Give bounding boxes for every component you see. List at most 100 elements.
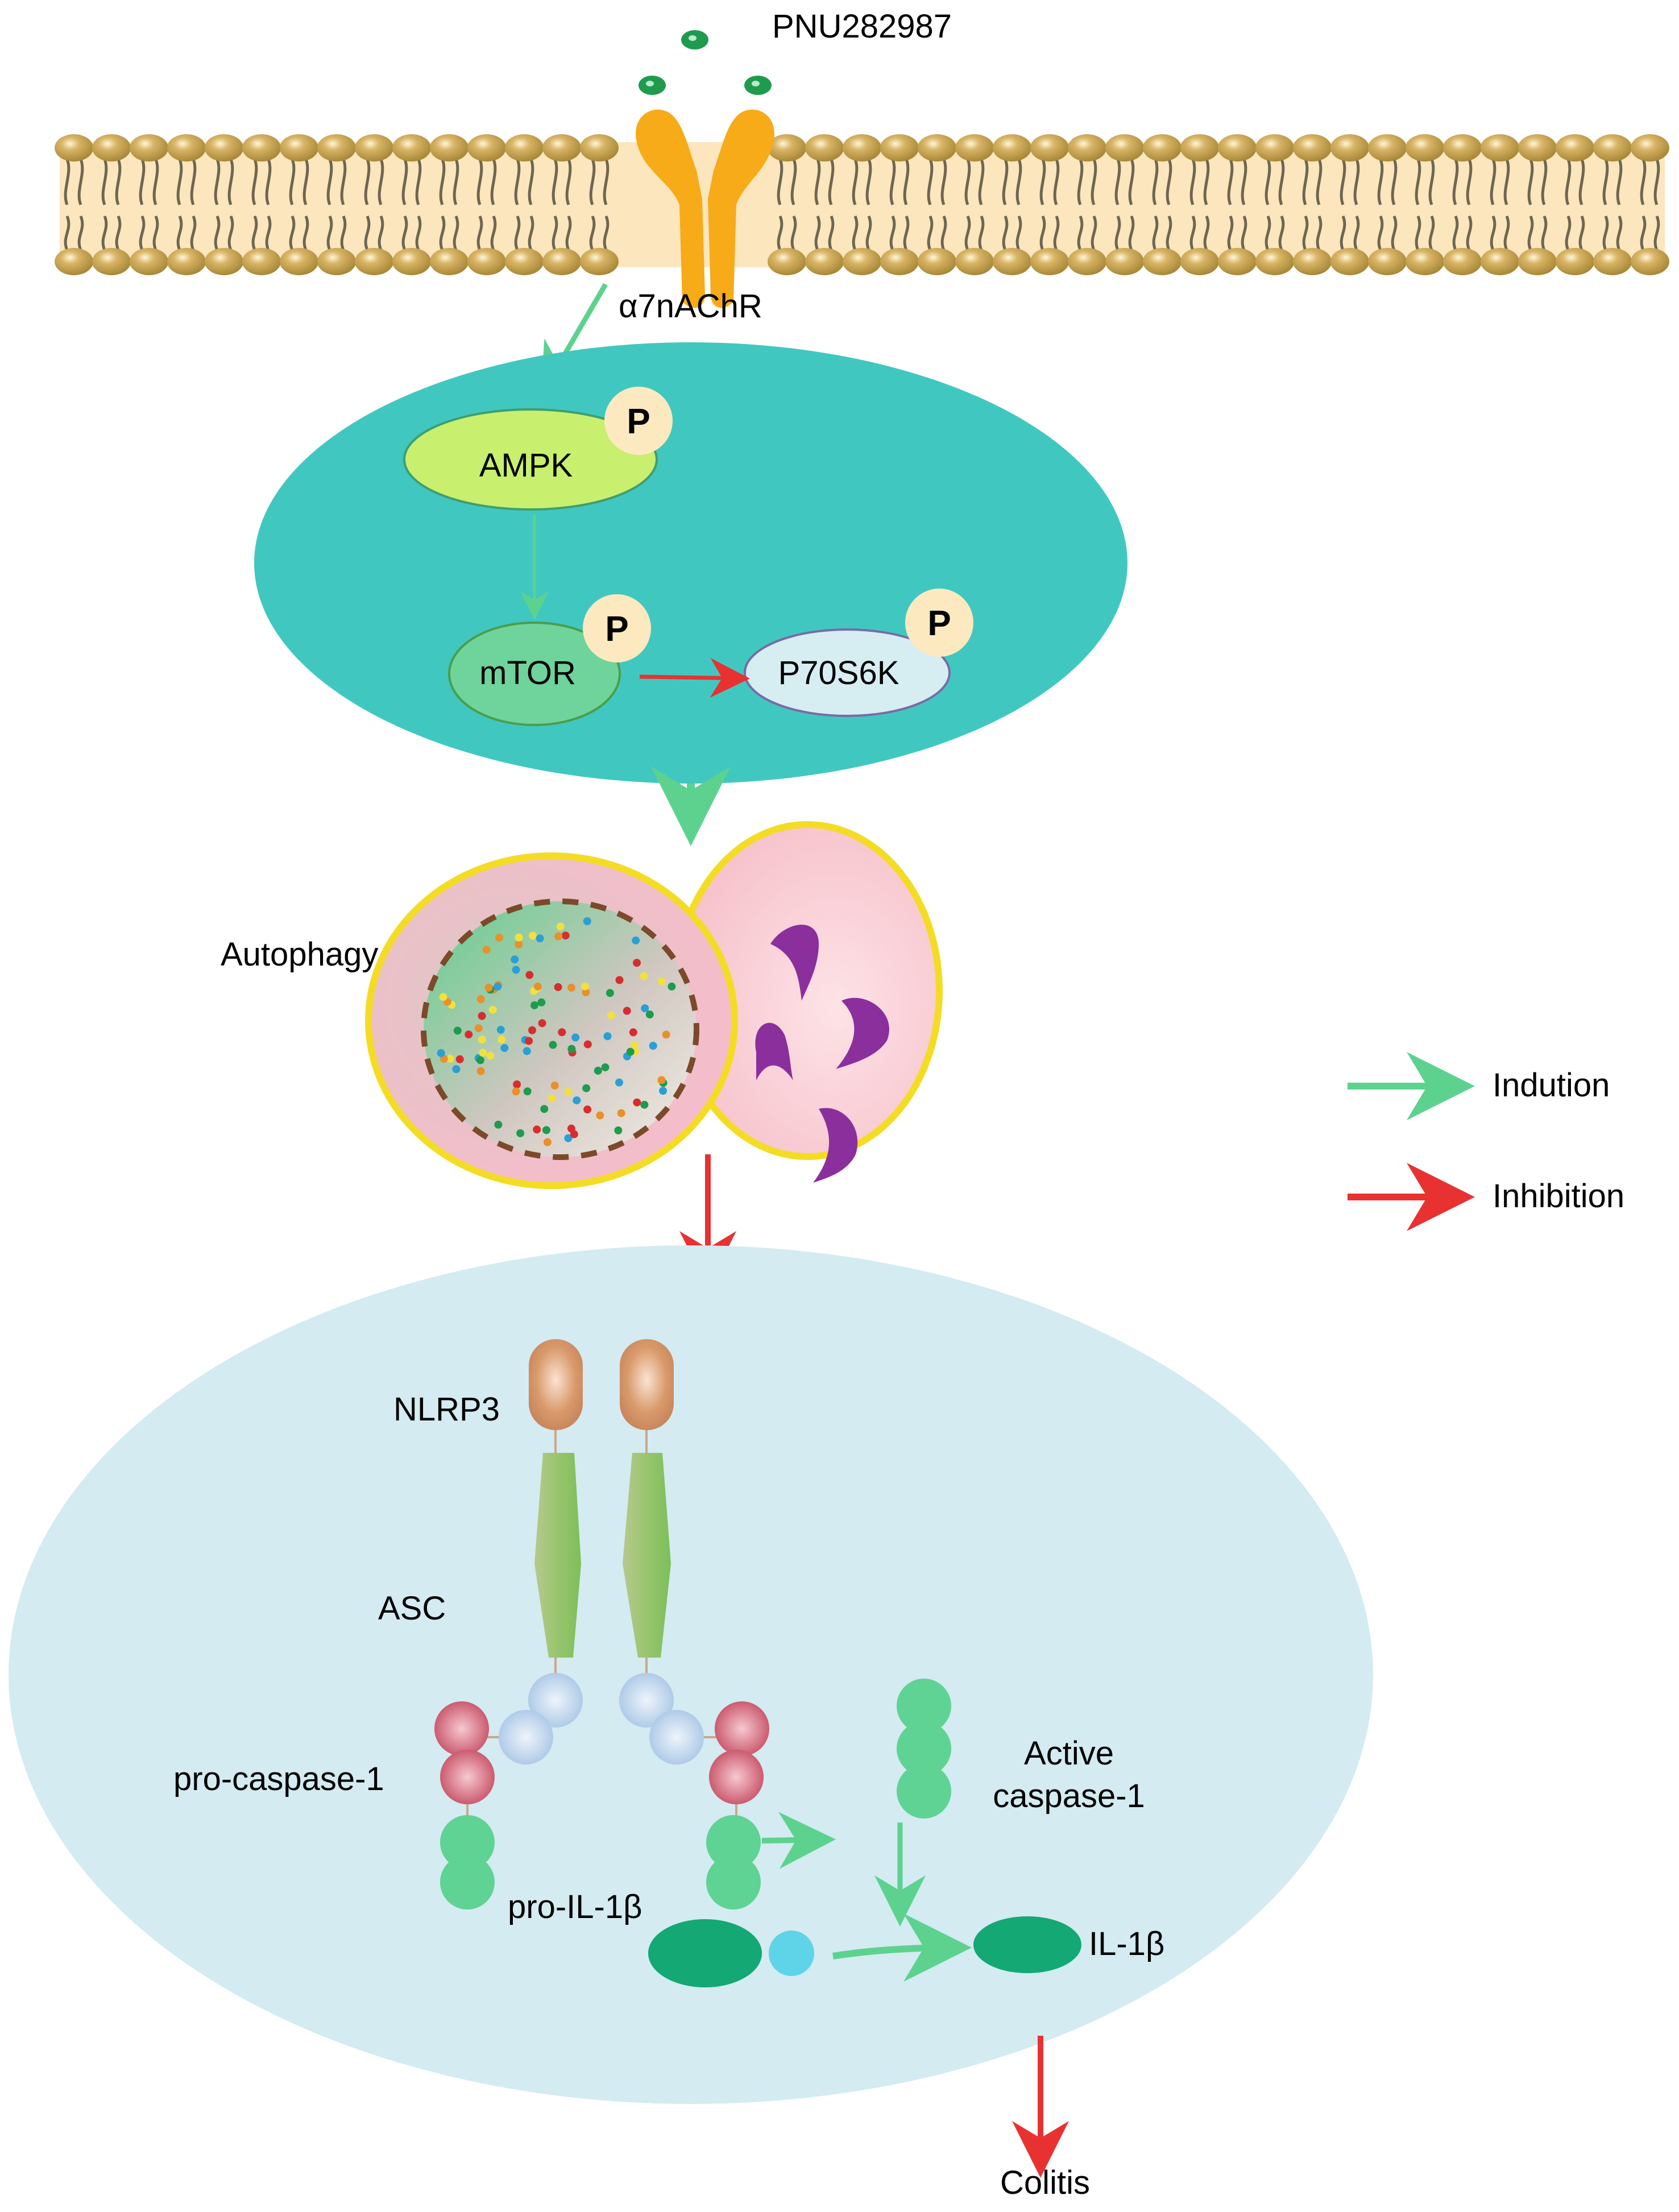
autophagosome-icon — [365, 821, 943, 1189]
lipid-tail — [1340, 216, 1346, 251]
inhibition-arrow-mtor-p70s6k — [639, 658, 750, 698]
lipid-tail — [326, 216, 333, 251]
lipid-tail — [1091, 159, 1097, 205]
cargo-particles — [437, 917, 676, 1146]
lipid-tail — [1428, 216, 1435, 251]
lipid-tail — [378, 216, 384, 251]
lipid-tail — [1391, 216, 1398, 251]
lipid-head — [1406, 134, 1444, 161]
lipid-tail — [289, 216, 296, 251]
lipid-tail — [77, 216, 84, 251]
mtor-node — [448, 594, 651, 726]
lipid-tail — [1340, 159, 1346, 205]
ligand-label: PNU282987 — [772, 8, 952, 45]
nlrp3-nacht-icon — [623, 1453, 671, 1658]
lipid-head — [918, 248, 956, 275]
lipid-tail — [978, 159, 985, 205]
cargo-dot — [629, 1028, 637, 1037]
lipid-head — [768, 134, 806, 161]
lipid-head — [1255, 134, 1294, 161]
lipid-tail — [889, 159, 896, 205]
lipid-head — [317, 134, 356, 161]
ampk-label: AMPK — [479, 447, 573, 484]
cargo-dot — [668, 982, 676, 991]
il1b-label: IL-1β — [1089, 1925, 1165, 1962]
cargo-dot — [512, 966, 520, 974]
lipid-head — [1518, 248, 1557, 275]
pro-caspase-label: pro-caspase-1 — [173, 1761, 384, 1797]
lipid-tail — [1452, 159, 1459, 205]
mtor-label: mTOR — [479, 655, 576, 691]
cargo-dot — [484, 983, 493, 992]
cargo-dot — [500, 1043, 509, 1052]
cargo-dot — [511, 955, 519, 964]
cargo-dot — [657, 1076, 666, 1084]
cargo-dot — [615, 1078, 623, 1087]
lipid-tail — [64, 159, 71, 205]
lipid-tail — [1015, 216, 1022, 251]
cargo-dot — [582, 988, 590, 997]
lipid-tail — [490, 159, 497, 205]
asc-card-icon — [619, 1673, 674, 1728]
lipid-head — [130, 134, 168, 161]
cargo-dot — [453, 1026, 462, 1035]
enzyme-icon — [813, 1108, 858, 1183]
cargo-dot — [513, 1080, 521, 1089]
lipid-head — [1556, 248, 1594, 275]
cargo-dot — [486, 1051, 495, 1060]
cargo-dot — [558, 1028, 566, 1037]
active-caspase-label-line2: caspase-1 — [993, 1778, 1145, 1815]
lipid-head — [1368, 134, 1407, 161]
lipid-head — [430, 248, 469, 275]
lipid-tail — [476, 159, 483, 205]
lipid-tail — [176, 216, 183, 251]
lipid-tail — [378, 159, 384, 205]
lipid-tail — [903, 159, 910, 205]
outcome-label: Colitis — [1000, 2164, 1090, 2201]
lipid-tail — [1578, 216, 1585, 251]
cargo-dot — [523, 1047, 531, 1055]
lipid-head — [242, 134, 281, 161]
lipid-tail — [514, 159, 521, 205]
lipid-tail — [401, 216, 408, 251]
lipid-head — [993, 248, 1031, 275]
legend — [1348, 1052, 1475, 1231]
lipid-tail — [514, 216, 521, 251]
pro-caspase-icon — [440, 1855, 495, 1909]
lipid-tail — [101, 216, 108, 251]
cargo-dot — [482, 946, 491, 954]
lipid-tail — [1353, 159, 1360, 205]
lipid-tail — [1565, 159, 1572, 205]
lipid-tail — [777, 159, 783, 205]
phospho-icon — [905, 589, 973, 657]
lipid-tail — [1053, 216, 1060, 251]
lipid-tail — [814, 159, 821, 205]
lipid-head — [542, 248, 581, 275]
cargo-dot — [641, 1004, 649, 1013]
lipid-tail — [865, 159, 872, 205]
lipid-tail — [1353, 216, 1360, 251]
lipid-tail — [552, 159, 558, 205]
lipid-head — [1180, 134, 1219, 161]
lipid-tails — [64, 159, 1660, 251]
lipid-tail — [115, 159, 122, 205]
p70s6k-node — [744, 589, 973, 717]
lipid-head — [1631, 134, 1669, 161]
lipid-tail — [453, 159, 459, 205]
lipid-head — [768, 248, 806, 275]
cargo-dot — [645, 1010, 654, 1019]
legend-inhibition-label: Inhibition — [1493, 1178, 1625, 1215]
lipid-tail — [190, 216, 197, 251]
lipid-head — [355, 134, 393, 161]
cargo-dot — [494, 1120, 503, 1129]
lipid-head — [1593, 248, 1632, 275]
cargo-dot — [543, 1138, 552, 1146]
lipid-tail — [1503, 159, 1510, 205]
nlrp3-label: NLRP3 — [393, 1391, 500, 1428]
lipid-tail — [227, 159, 234, 205]
lipid-tail — [889, 216, 896, 251]
cargo-dot — [437, 1049, 445, 1057]
lipid-tail — [1091, 216, 1097, 251]
lipid-tail — [814, 216, 821, 251]
lipid-tail — [1541, 159, 1548, 205]
